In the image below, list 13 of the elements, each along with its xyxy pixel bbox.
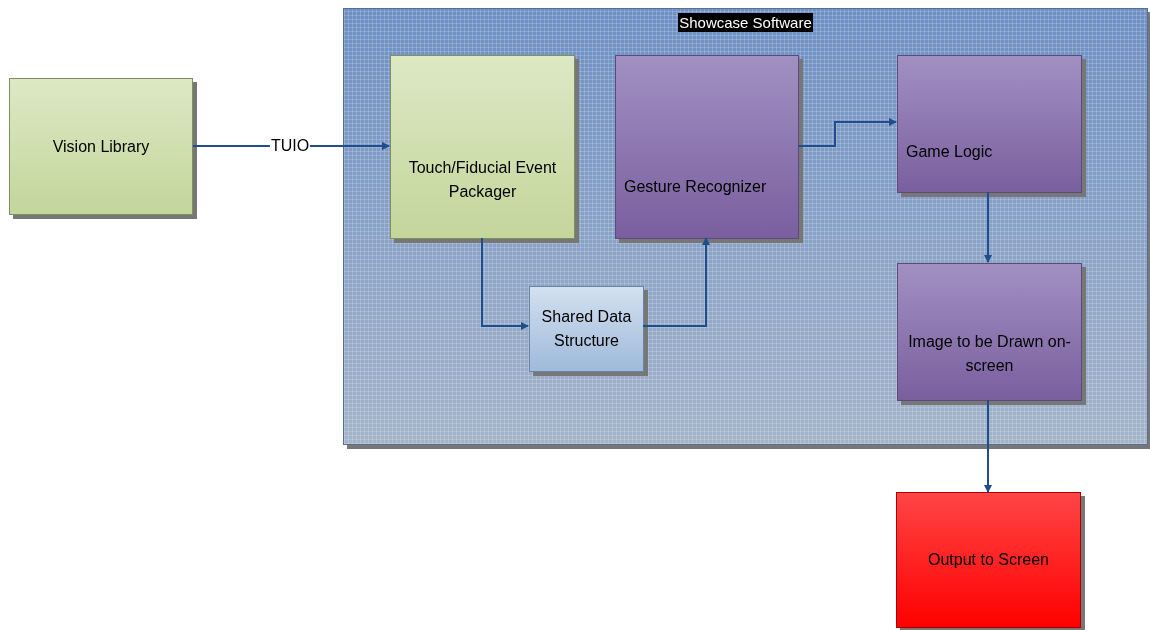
arrow — [481, 237, 529, 330]
box-label: Gesture Recognizer — [624, 177, 767, 197]
box-label: Vision Library — [52, 136, 150, 157]
box-label: Touch/Fiducial Event Packager — [407, 158, 558, 202]
arrow — [797, 118, 897, 147]
box-label: Image to be Drawn on-screen — [907, 332, 1072, 376]
box-label: Shared Data Structure — [540, 307, 633, 351]
arrow — [642, 237, 710, 327]
arrow — [984, 191, 992, 263]
box-label: Game Logic — [906, 142, 993, 162]
group-title: Showcase Software — [678, 13, 813, 32]
arrow — [984, 399, 992, 493]
box-label: Output to Screen — [928, 550, 1049, 570]
